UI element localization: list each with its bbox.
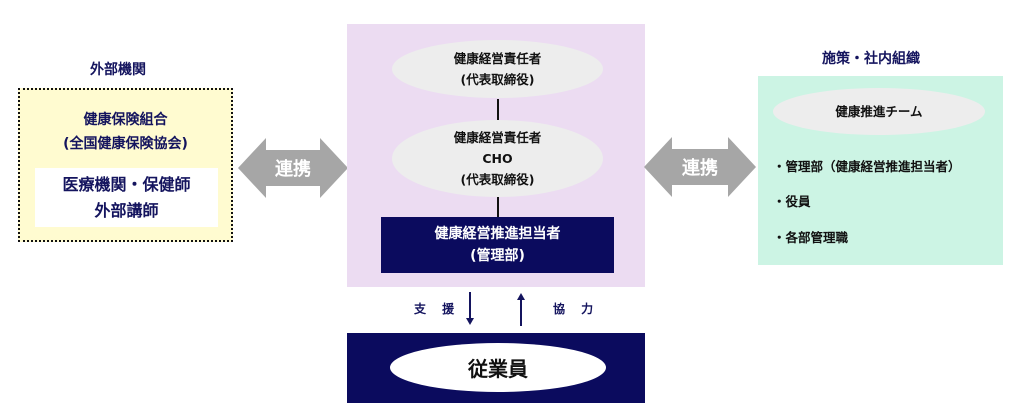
external-title: 外部機関: [90, 62, 146, 78]
arrow-down-icon: [466, 292, 474, 325]
medical-box: 医療機関・保健師 外部講師: [35, 168, 218, 227]
top-executive-ellipse: 健康経営責任者 (代表取締役): [392, 40, 603, 98]
connector-line: [497, 99, 499, 120]
list-item: ・役員: [773, 194, 811, 209]
link-arrow-right-icon: [644, 137, 756, 197]
arrow-up-icon: [517, 293, 525, 326]
support-label: 支 援: [414, 302, 461, 316]
cooperate-label: 協 力: [553, 302, 600, 316]
health-insurance-sub-label: (全国健康保険協会): [63, 136, 188, 152]
connector-line: [497, 197, 499, 217]
health-insurance-label: 健康保険組合: [83, 112, 168, 128]
top-executive-label: 健康経営責任者: [453, 51, 542, 66]
link-label-left: 連携: [275, 159, 311, 180]
list-item: ・管理部（健康経営推進担当者）: [773, 159, 961, 174]
cho-ellipse: 健康経営責任者 CHO (代表取締役): [392, 120, 603, 197]
cho-label: 健康経営責任者: [453, 130, 542, 145]
medical-label: 医療機関・保健師: [62, 174, 191, 194]
internal-title: 施策・社内組織: [822, 51, 920, 67]
employees-label: 従業員: [390, 343, 606, 392]
promotion-officer-box: 健康経営推進担当者 (管理部): [381, 217, 614, 273]
top-executive-sub: (代表取締役): [460, 72, 535, 87]
team-ellipse: 健康推進チーム: [773, 88, 985, 135]
promotion-officer-label: 健康経営推進担当者: [434, 226, 561, 242]
cho-abbr: CHO: [482, 151, 513, 166]
cho-sub: (代表取締役): [460, 172, 535, 187]
list-item: ・各部管理職: [773, 230, 849, 245]
team-label: 健康推進チーム: [835, 104, 923, 119]
link-arrow-left-icon: [238, 138, 348, 198]
lecturer-label: 外部講師: [94, 200, 159, 220]
link-label-right: 連携: [682, 158, 718, 179]
promotion-officer-sub: (管理部): [470, 248, 525, 264]
